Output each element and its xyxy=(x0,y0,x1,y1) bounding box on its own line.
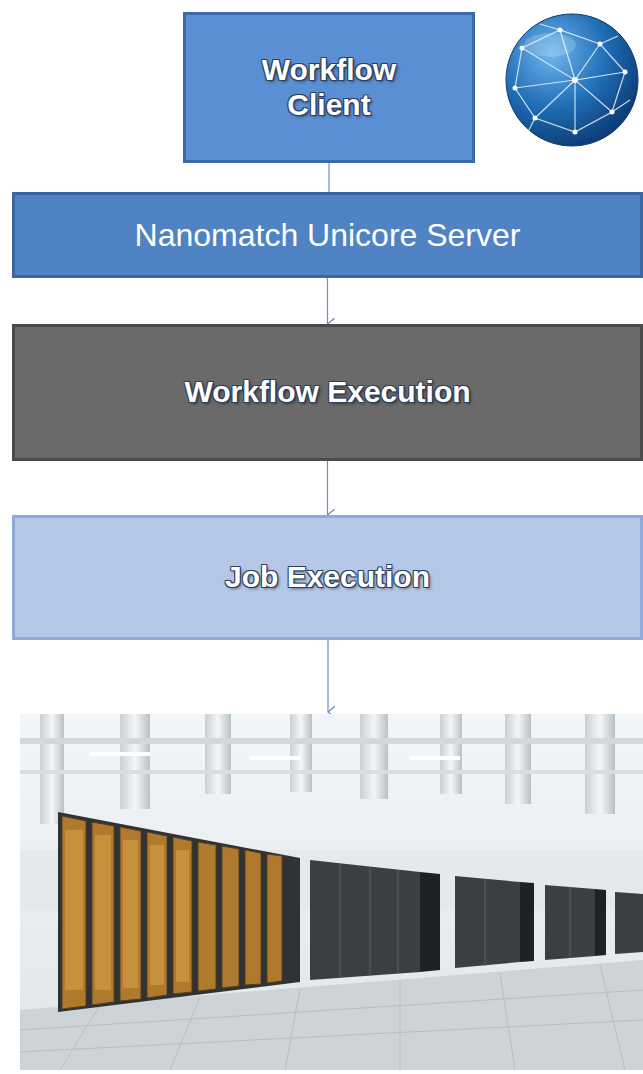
node-label: Workflow Execution xyxy=(184,375,470,410)
supercomputer-photo xyxy=(20,714,643,1070)
connector xyxy=(328,163,329,192)
leader-line xyxy=(327,640,328,712)
process-box: Job Execution xyxy=(12,515,643,640)
client-box: Workflow Client xyxy=(183,12,475,163)
process-box: Workflow Execution xyxy=(12,324,643,461)
connector xyxy=(327,278,328,324)
globe-icon xyxy=(506,14,638,146)
node-label: Job Execution xyxy=(225,560,430,595)
server-band: Nanomatch Unicore Server xyxy=(12,192,643,278)
node-label: Nanomatch Unicore Server xyxy=(135,217,521,254)
node-label: Workflow Client xyxy=(244,53,414,122)
connector xyxy=(327,461,328,515)
